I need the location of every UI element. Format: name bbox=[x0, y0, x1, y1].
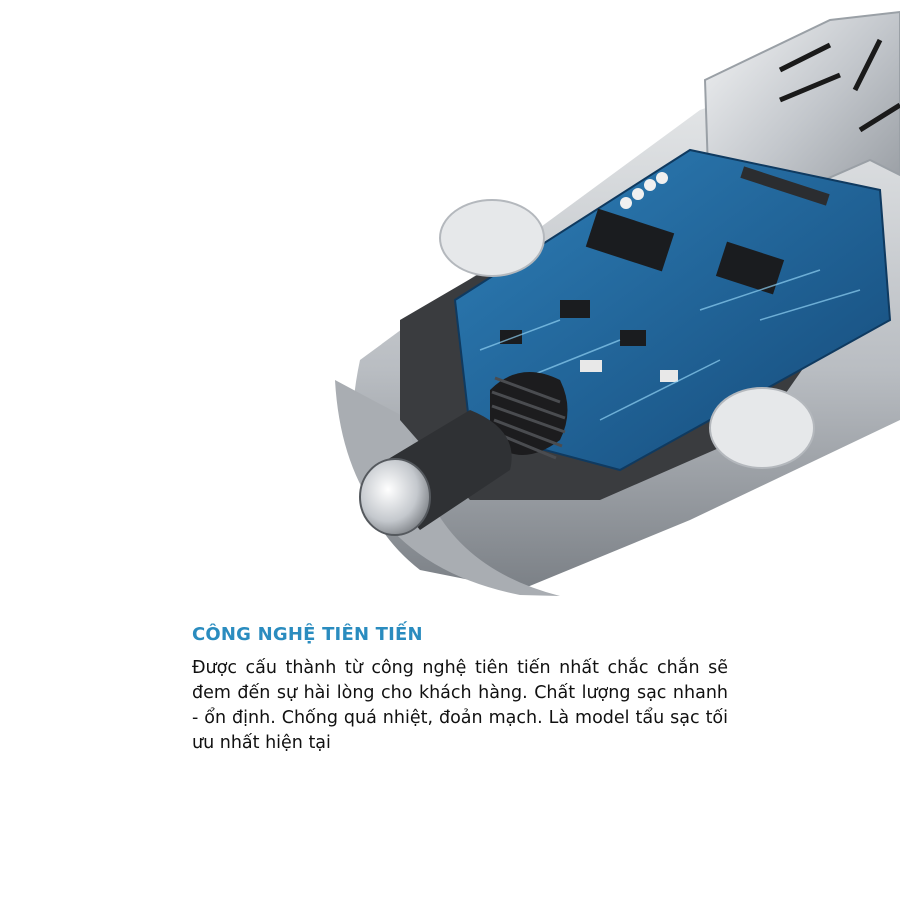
section-description: Được cấu thành từ công nghệ tiên tiến nh… bbox=[192, 658, 728, 753]
side-clip-bottom bbox=[709, 387, 815, 469]
side-clip-top bbox=[439, 199, 545, 277]
section-title: CÔNG NGHỆ TIÊN TIẾN bbox=[192, 624, 423, 645]
contact-tip bbox=[359, 410, 512, 536]
contact-spring bbox=[490, 372, 568, 460]
